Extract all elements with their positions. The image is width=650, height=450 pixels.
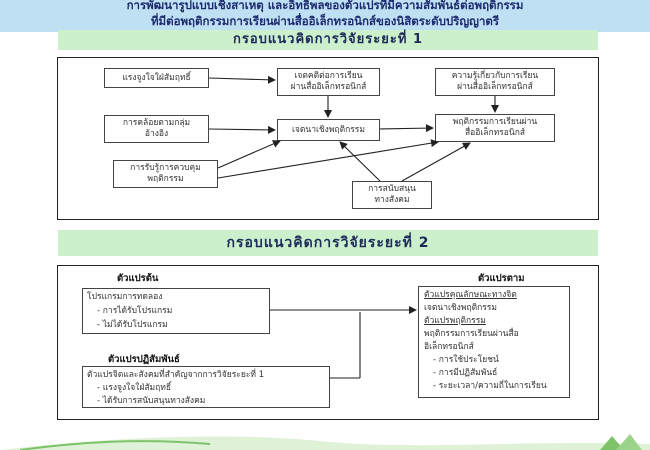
- header-line-2: ที่มีต่อพฤติกรรมการเรียนผ่านสื่ออิเล็กทร…: [150, 14, 500, 28]
- arrow-support-intention: [339, 141, 381, 182]
- arrow-support-behavior: [401, 142, 471, 182]
- arrow-control-behavior: [217, 139, 439, 179]
- phase1-title: กรอบแนวคิดการวิจัยระยะที่ 1: [58, 30, 598, 50]
- arrow-control-intention: [217, 140, 281, 169]
- box-motivation: แรงจูงใจใฝ่สัมฤทธิ์: [104, 68, 209, 88]
- arrow-intention-behavior: [379, 124, 434, 133]
- phase2-title: กรอบแนวคิดการวิจัยระยะที่ 2: [58, 230, 598, 256]
- box-dependent: ตัวแปรคุณลักษณะทางจิต เจตนาเชิงพฤติกรรม …: [418, 286, 570, 398]
- box-behavior: พฤติกรรมการเรียนผ่านสื่ออิเล็กทรอนิกส์: [435, 114, 555, 142]
- box-attitude: เจตคติต่อการเรียนผ่านสื่ออิเล็กทรอนิกส์: [277, 68, 380, 96]
- box-interaction: ตัวแปรจิตและสังคมที่สำคัญจากการวิจัยระยะ…: [82, 366, 330, 408]
- dependent-label: ตัวแปรตาม: [478, 273, 525, 284]
- box-social-support: การสนับสนุนทางสังคม: [352, 181, 432, 209]
- arrow-motivation-attitude: [208, 75, 276, 84]
- box-perceived-control: การรับรู้การควบคุมพฤติกรรม: [113, 160, 218, 188]
- interaction-label: ตัวแปรปฏิสัมพันธ์: [108, 354, 180, 365]
- box-intention: เจตนาเชิงพฤติกรรม: [277, 119, 380, 141]
- header-band: [0, 0, 650, 32]
- box-independent: โปรแกรมการทดลอง - การได้รับโปรแกรม - ไม่…: [82, 288, 270, 334]
- header-line-1: การพัฒนารูปแบบเชิงสาเหตุ และอิทธิพลของตั…: [126, 0, 524, 12]
- box-knowledge: ความรู้เกี่ยวกับการเรียนผ่านสื่ออิเล็กทร…: [435, 68, 555, 96]
- leaf-decoration: [0, 434, 650, 450]
- arrow-conformity-intention: [208, 125, 276, 134]
- box-conformity: การคล้อยตามกลุ่มอ้างอิง: [104, 115, 209, 143]
- independent-label: ตัวแปรต้น: [117, 273, 159, 284]
